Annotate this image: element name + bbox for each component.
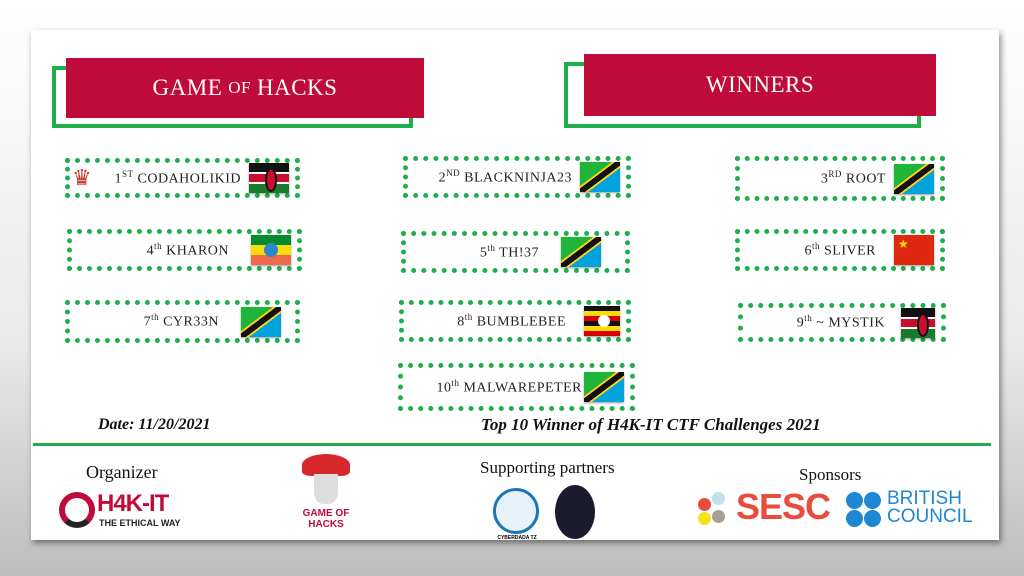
h4kit-wordmark: H4K-IT xyxy=(97,490,169,517)
british-word: BRITISH xyxy=(887,488,962,509)
red-hat-icon xyxy=(302,454,350,476)
kenya-flag-icon xyxy=(249,163,289,193)
winner-10: 10th MALWAREPETER xyxy=(398,363,635,411)
tanzania-flag-icon xyxy=(894,163,934,194)
winner-label: 7th CYR33N xyxy=(143,312,219,330)
winner-label: 10th MALWAREPETER xyxy=(436,377,582,396)
face-icon xyxy=(314,474,338,504)
british-council-dots-icon xyxy=(846,492,882,528)
caption-text: Top 10 Winner of H4K-IT CTF Challenges 2… xyxy=(481,415,821,434)
tanzania-flag-icon xyxy=(241,306,281,337)
uganda-flag-icon xyxy=(584,306,620,336)
certificate-slide: GAME OF HACKS WINNERS ♛ 1ST CODAHOLIKID 2N… xyxy=(31,30,999,541)
sesc-logo: SESC xyxy=(736,486,831,527)
title-word: HACKS xyxy=(257,75,338,100)
title-winners: WINNERS xyxy=(584,54,936,116)
hacker-avatar-logo xyxy=(555,485,595,539)
cyberdada-label: CYBERDADA TZ xyxy=(497,535,537,541)
council-word: COUNCIL xyxy=(887,506,973,527)
winner-6: 6th SLIVER ★ xyxy=(735,229,945,271)
winner-2: 2ND BLACKNINJA23 xyxy=(403,156,631,198)
tanzania-flag-icon xyxy=(584,372,624,402)
winner-5: 5th TH!37 xyxy=(401,231,630,273)
crown-icon: ♛ xyxy=(72,165,93,190)
title-word: OF xyxy=(228,78,251,97)
date-text: Date: 11/20/2021 xyxy=(98,416,211,433)
divider xyxy=(33,443,991,446)
kenya-flag-icon xyxy=(901,307,935,338)
winner-label: 9th ~ MYSTIK xyxy=(796,313,885,331)
winner-label: 5th TH!37 xyxy=(479,242,539,261)
winner-8: 8th BUMBLEBEE xyxy=(399,300,631,342)
winner-label: 8th BUMBLEBEE xyxy=(457,311,566,330)
title-game-of-hacks: GAME OF HACKS xyxy=(66,58,424,118)
china-flag-icon: ★ xyxy=(894,235,934,265)
goh-wordmark: GAME OF HACKS xyxy=(302,508,350,530)
partners-label: Supporting partners xyxy=(480,458,615,477)
winner-1: ♛ 1ST CODAHOLIKID xyxy=(65,158,300,198)
organizer-label: Organizer xyxy=(86,462,158,482)
winner-label: 4th KHARON xyxy=(146,240,229,259)
game-of-hacks-logo: GAME OF HACKS xyxy=(296,452,356,534)
ethiopia-flag-icon xyxy=(251,235,291,265)
winner-label: 6th SLIVER xyxy=(804,240,876,259)
h4kit-emblem-icon xyxy=(59,492,95,528)
winner-label: 1ST CODAHOLIKID xyxy=(114,168,241,187)
h4kit-logo: H4K-IT THE ETHICAL WAY xyxy=(59,490,194,532)
winner-label: 3RD ROOT xyxy=(820,169,886,187)
h4kit-tagline: THE ETHICAL WAY xyxy=(99,518,181,528)
winner-4: 4th KHARON xyxy=(67,229,302,271)
british-council-logo: BRITISH COUNCIL xyxy=(887,488,973,527)
winner-9: 9th ~ MYSTIK xyxy=(738,303,946,342)
sesc-dots-icon xyxy=(698,492,736,530)
winner-3: 3RD ROOT xyxy=(735,156,945,201)
cyberdada-logo: CYBERDADA TZ xyxy=(493,488,539,541)
title-word: GAME xyxy=(152,75,223,100)
winner-label: 2ND BLACKNINJA23 xyxy=(438,167,572,186)
winner-7: 7th CYR33N xyxy=(65,300,300,343)
tanzania-flag-icon xyxy=(580,162,620,192)
sponsors-label: Sponsors xyxy=(799,465,862,484)
tanzania-flag-icon xyxy=(561,237,601,267)
